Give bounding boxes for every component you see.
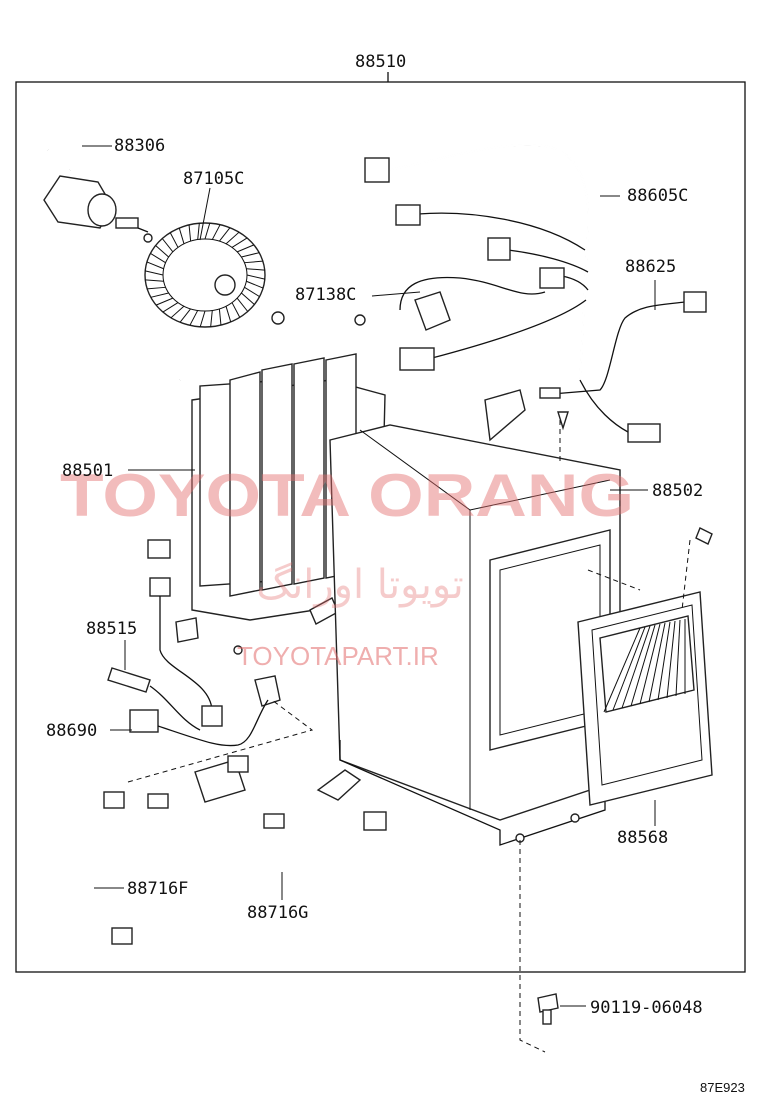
fan-blade — [162, 302, 179, 313]
fan-blade — [155, 297, 174, 306]
fan-blade — [155, 245, 169, 258]
watermark-brand: TOYOTA ORANG — [60, 462, 634, 529]
fan-blade — [169, 232, 179, 248]
callout-90119-06048: 90119-06048 — [590, 998, 703, 1018]
callout-88502: 88502 — [652, 481, 703, 501]
blower-fan — [144, 222, 285, 328]
callout-88501: 88501 — [62, 461, 113, 481]
callout-88515: 88515 — [86, 619, 137, 639]
callout-88716f: 88716F — [127, 879, 188, 899]
fan-blade — [246, 268, 265, 271]
callout-87138c: 87138C — [295, 285, 356, 305]
phantom-line — [681, 539, 691, 611]
callout-88716g: 88716G — [247, 903, 308, 923]
fan-blade — [225, 231, 240, 245]
grille-mesh-line — [666, 620, 676, 699]
fan-blade — [231, 237, 248, 248]
grille-mesh-line — [648, 622, 666, 703]
callout-88306: 88306 — [114, 136, 165, 156]
sensor-lead — [539, 291, 707, 431]
fan-blade — [236, 244, 255, 253]
callout-88605c: 88605C — [627, 186, 688, 206]
fan-blade — [204, 223, 211, 240]
fan-blade — [244, 286, 260, 298]
wire-harness — [364, 143, 661, 443]
callout-88625: 88625 — [625, 257, 676, 277]
grille-mesh-line — [639, 623, 661, 705]
fan-blade — [218, 308, 222, 326]
fan-blade — [225, 306, 232, 323]
callout-87105c: 87105C — [183, 169, 244, 189]
fan-blade — [236, 297, 249, 312]
unit-case — [316, 389, 621, 846]
pipe-88716g — [147, 755, 305, 870]
callout-88690: 88690 — [46, 721, 97, 741]
fan-blade — [188, 224, 192, 242]
fan-blade — [241, 292, 255, 305]
phantom-line — [127, 699, 314, 783]
fan-blade — [241, 252, 260, 258]
grille-mesh-line — [630, 624, 656, 707]
watermark-persian: تویوتا اورانگ — [256, 562, 463, 608]
callout-leaders — [82, 145, 656, 1007]
pipe-88716f — [41, 791, 133, 945]
temp-sensor-plug — [107, 667, 269, 747]
fan-blade — [199, 310, 206, 327]
fan-blade — [244, 260, 263, 264]
fan-blade — [246, 274, 265, 280]
fan-blade — [189, 310, 199, 326]
grille-mesh-line — [657, 621, 671, 701]
diagram-frame — [15, 81, 746, 973]
fan-blade — [178, 227, 185, 244]
callout-88568: 88568 — [617, 828, 668, 848]
fan-blade — [161, 238, 174, 253]
bolt — [537, 993, 559, 1025]
fan-blade — [147, 286, 166, 290]
fan-blade — [150, 292, 169, 298]
fan-blade — [211, 224, 221, 240]
grille-mesh-line — [675, 619, 681, 697]
fan-blade — [145, 279, 164, 282]
fan-blade — [210, 310, 213, 327]
grille-panel — [577, 527, 713, 806]
fan-blade — [146, 261, 164, 270]
grille-mesh-line — [612, 626, 646, 711]
assembly-part-number: 88510 — [355, 52, 406, 72]
thermostat-sensor — [354, 276, 546, 331]
phantom-line — [587, 569, 641, 591]
fan-blade — [145, 270, 164, 276]
blower-motor — [43, 135, 153, 243]
fan-blade — [197, 223, 200, 240]
phantom-line — [519, 840, 546, 1053]
grille-mesh-line — [621, 625, 651, 709]
fan-blade — [218, 227, 231, 242]
figure-code: 87E923 — [700, 1080, 745, 1095]
fan-blade — [246, 280, 264, 289]
watermark-url: TOYOTAPART.IR — [237, 641, 439, 671]
fan-blade — [231, 302, 241, 318]
drain-hose — [363, 811, 411, 950]
fan-blade — [150, 252, 166, 264]
fan-blade — [179, 308, 192, 323]
grille-mesh-line — [603, 627, 641, 713]
fan-blade — [170, 305, 185, 319]
